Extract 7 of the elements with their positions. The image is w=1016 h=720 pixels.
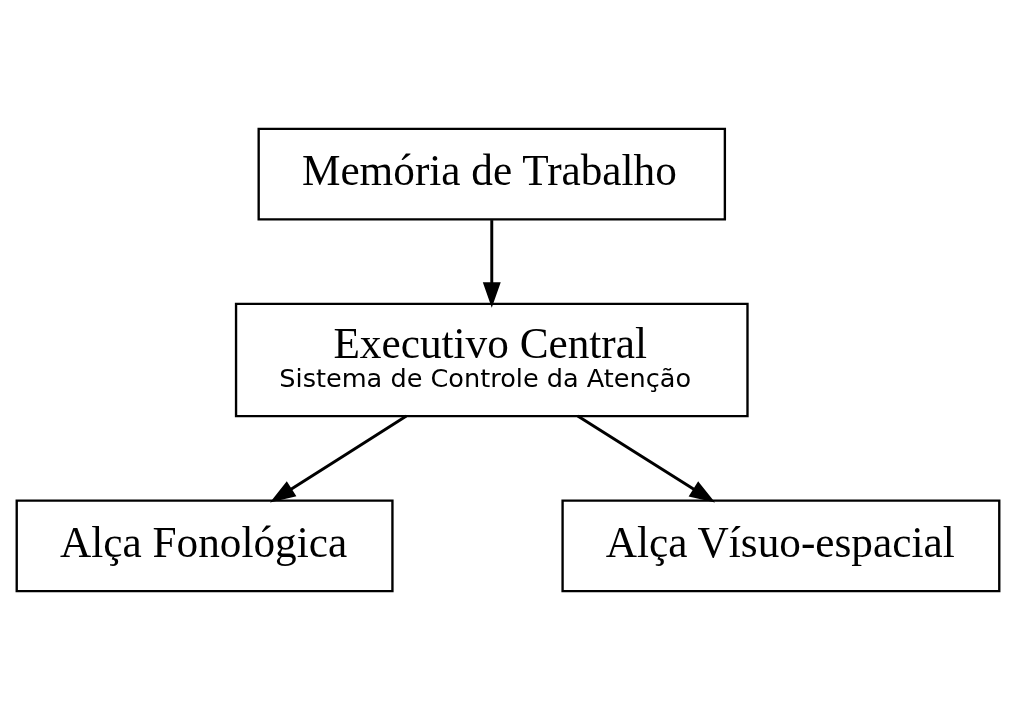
node-box: Alça Vísuo-espacial [561, 499, 1001, 593]
arrow [576, 414, 716, 503]
node-box: Executivo Central Sistema de Controle da Atenção [234, 302, 749, 418]
arrow [482, 220, 501, 308]
node-box: Alça Fonológica [15, 499, 394, 593]
arrow [269, 414, 408, 503]
node-box: Memória de Trabalho [257, 127, 727, 221]
